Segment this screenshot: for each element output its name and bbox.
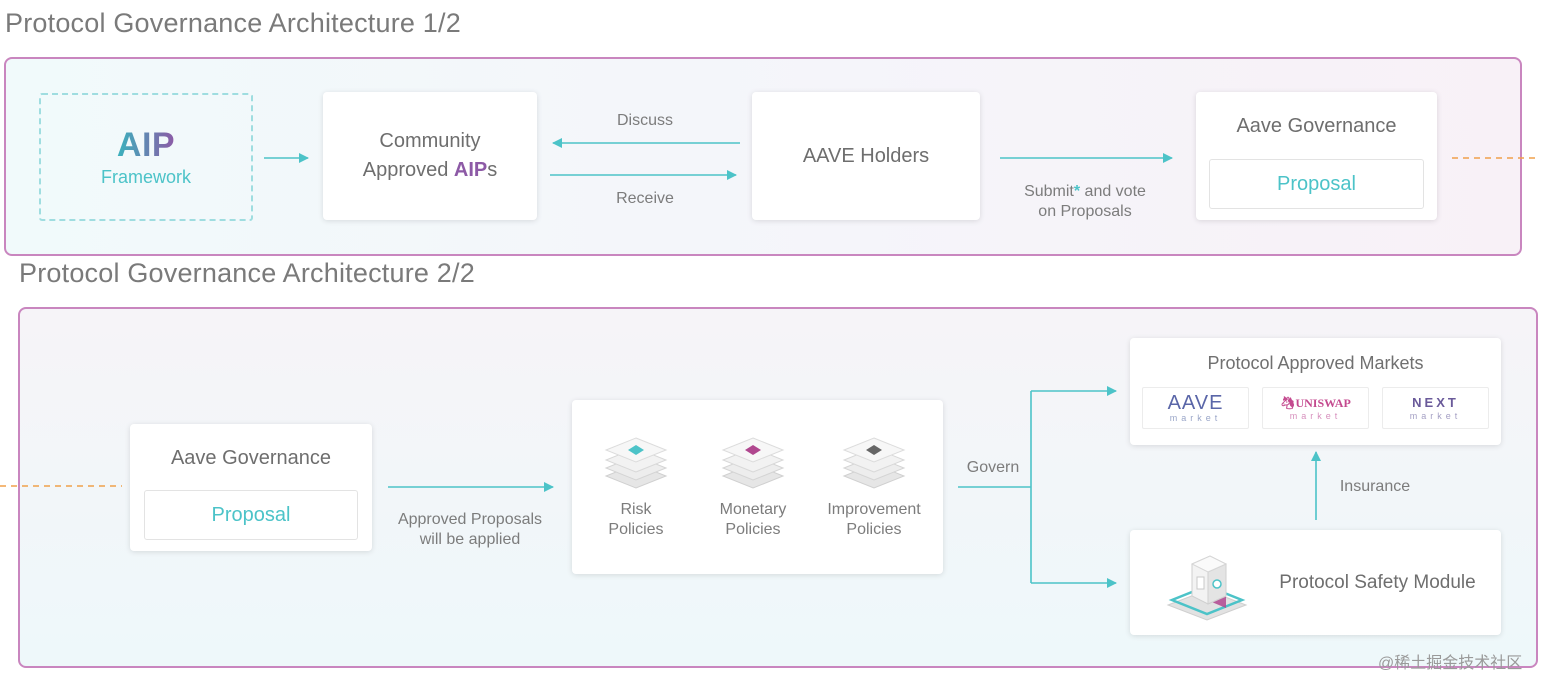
aave-governance-card-top: Aave Governance Proposal (1196, 92, 1437, 220)
approved-markets-title: Protocol Approved Markets (1207, 353, 1424, 373)
aip-framework-box: AIP Framework (39, 93, 253, 221)
community-approved-aips-card: Community Approved AIPs (323, 92, 537, 220)
and-vote: and vote (1080, 183, 1146, 200)
market-aave-name: AAVE (1167, 392, 1224, 414)
monetary-policy-icon (719, 430, 787, 490)
proposal-box-top: Proposal (1209, 159, 1424, 209)
community-label-line1: Community (379, 130, 481, 152)
market-next-sub: market (1409, 411, 1462, 421)
proposal-box-bottom: Proposal (144, 490, 358, 540)
market-uniswap-sub: market (1289, 411, 1342, 421)
community-prefix: Approved (362, 159, 454, 181)
aip-title: AIP (116, 126, 176, 164)
market-aave-sub: market (1169, 413, 1222, 423)
aave-holders-label: AAVE Holders (802, 144, 930, 167)
submit-line2: on Proposals (1038, 203, 1132, 220)
market-next-name: NEXT (1412, 395, 1459, 410)
insurance-label: Insurance (1339, 478, 1411, 495)
risk-policy-line1: Risk (620, 501, 652, 518)
improvement-policy-line2: Policies (846, 521, 902, 538)
approved-proposals-label: Approved Proposals will be applied (385, 510, 555, 550)
proposal-label-bottom: Proposal (211, 503, 291, 526)
risk-policy-line2: Policies (608, 521, 664, 538)
market-uniswap-row: 🦄︎UNISWAP (1280, 396, 1351, 410)
submit-word: Submit (1024, 183, 1074, 200)
approved-line1: Approved Proposals (397, 511, 543, 528)
submit-line1: Submit* and vote (1005, 182, 1165, 202)
community-aip-bold: AIP (453, 159, 488, 181)
aave-governance-card-bottom: Aave Governance Proposal (130, 424, 372, 551)
discuss-label: Discuss (616, 112, 673, 129)
safety-module-label: Protocol Safety Module (1279, 572, 1476, 593)
monetary-policy-line2: Policies (725, 521, 781, 538)
market-uniswap-logo: 🦄︎UNISWAP market (1262, 387, 1369, 429)
risk-policy-label: Risk Policies (586, 500, 686, 540)
community-label-line2: Approved AIPs (363, 159, 498, 182)
approved-markets-card: Protocol Approved Markets AAVE market 🦄︎… (1130, 338, 1501, 445)
market-uniswap-name: UNISWAP (1295, 396, 1351, 410)
aave-governance-title-top: Aave Governance (1236, 115, 1397, 137)
submit-vote-label: Submit* and vote on Proposals (1005, 182, 1165, 222)
diagram-title-top: Protocol Governance Architecture 1/2 (5, 8, 461, 38)
safety-module-icon (1162, 542, 1252, 624)
aip-subtitle: Framework (100, 167, 191, 187)
proposal-label-top: Proposal (1277, 172, 1356, 195)
aave-holders-card: AAVE Holders (752, 92, 980, 220)
improvement-policy-label: Improvement Policies (814, 500, 934, 540)
safety-module-card: Protocol Safety Module (1130, 530, 1501, 635)
market-aave-logo: AAVE market (1142, 387, 1249, 429)
diagram-title-bottom: Protocol Governance Architecture 2/2 (19, 258, 475, 288)
policies-card: Risk Policies Monetary Policies Improvem… (572, 400, 943, 574)
monetary-policy-label: Monetary Policies (703, 500, 803, 540)
improvement-policy-line1: Improvement (827, 501, 921, 518)
aave-governance-title-bottom: Aave Governance (170, 447, 332, 469)
watermark: @稀土掘金技术社区 (1378, 655, 1523, 672)
risk-policy-icon (602, 430, 670, 490)
approved-line2: will be applied (419, 531, 521, 548)
submit-asterisk: * (1073, 183, 1081, 200)
improvement-policy-icon (840, 430, 908, 490)
market-next-logo: NEXT market (1382, 387, 1489, 429)
monetary-policy-line1: Monetary (719, 501, 787, 518)
govern-label: Govern (966, 459, 1020, 476)
community-suffix: s (487, 159, 498, 181)
receive-label: Receive (616, 190, 674, 207)
